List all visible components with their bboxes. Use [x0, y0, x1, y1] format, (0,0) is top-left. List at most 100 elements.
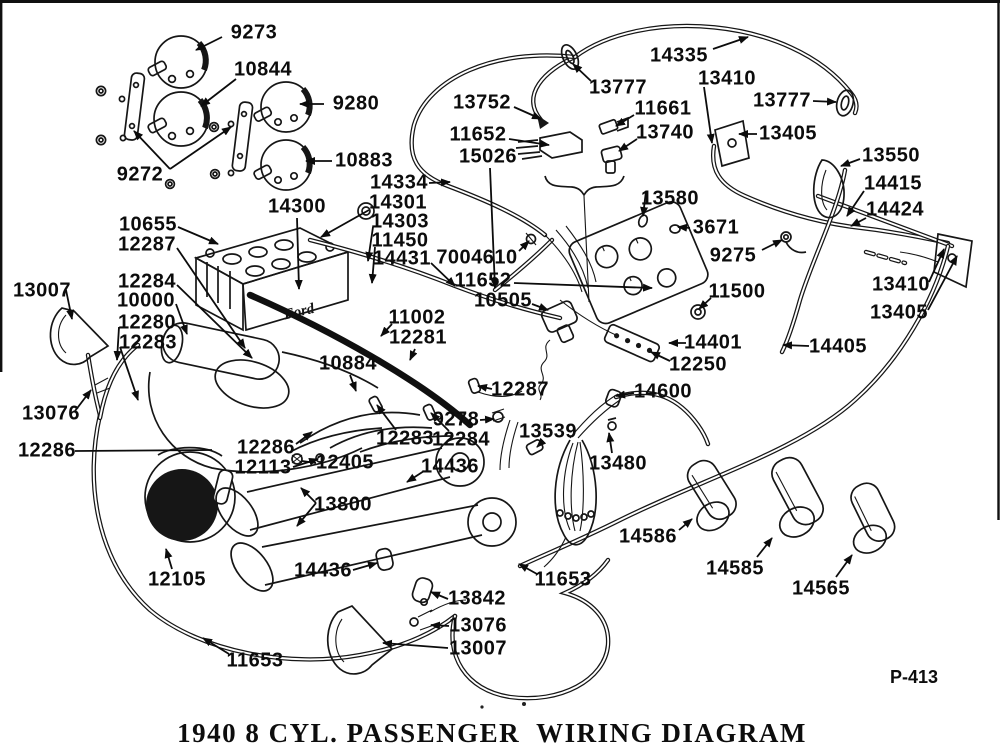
part-number-text: 7004610	[436, 246, 517, 268]
part-label-14335: 14335	[650, 36, 749, 66]
part-number-text: 13410	[698, 67, 756, 89]
diagram-caption: 1940 8 CYL. PASSENGER WIRING DIAGRAM	[177, 718, 807, 748]
part-label-14424: 14424	[850, 198, 924, 227]
part-label-13539: 13539	[519, 420, 577, 448]
part-label-9278: 9278	[433, 408, 495, 430]
part-number-text: 14301	[369, 191, 427, 213]
part-number-text: 12113	[234, 456, 291, 478]
part-label-11661: 11661	[615, 97, 691, 127]
part-label-10884: 10884	[319, 352, 377, 392]
part-number-text: 14436	[421, 455, 479, 477]
part-number-text: 9278	[433, 408, 480, 430]
part-number-text: 12405	[316, 451, 374, 473]
part-label-12250: 12250	[650, 351, 727, 375]
part-number-text: 14334	[370, 171, 428, 193]
part-number-text: 13777	[589, 76, 647, 98]
spark-plug-wires	[289, 377, 523, 465]
part-number-text: 12287	[118, 233, 176, 255]
part-number-text: 14431	[373, 247, 431, 269]
part-number-text: 13410	[872, 273, 930, 295]
part-label-14401: 14401	[668, 331, 742, 353]
part-number-text: 13480	[589, 452, 647, 474]
part-number-text: 13007	[13, 279, 71, 301]
part-number-text: 11653	[226, 649, 283, 671]
part-label-12287: 12287	[118, 233, 246, 349]
part-number-text: 10883	[335, 149, 393, 171]
plate-number: P-413	[890, 667, 938, 687]
part-label-11653: 11653	[202, 637, 283, 671]
part-label-14600: 14600	[615, 380, 692, 402]
part-label-11450: 11450	[368, 229, 428, 284]
part-label-12286: 12286	[237, 431, 313, 458]
part-label-10844: 10844	[200, 58, 292, 107]
flasher-and-bulbs	[515, 116, 629, 303]
part-label-9273: 9273	[195, 21, 277, 51]
electric-horn	[144, 446, 236, 543]
part-label-13842: 13842	[430, 587, 506, 609]
part-label-15026: 15026	[459, 145, 517, 289]
part-number-text: 13405	[870, 301, 928, 323]
ford-script: Ford	[281, 301, 316, 324]
part-label-10505: 10505	[474, 289, 549, 311]
part-label-12283: 12283	[119, 331, 177, 401]
part-number-text: 9280	[333, 92, 380, 114]
part-number-text: 14424	[866, 198, 924, 220]
part-number-text: 14401	[684, 331, 742, 353]
part-number-text: 11652	[449, 123, 506, 145]
part-number-text: 12286	[237, 436, 295, 458]
part-label-12281: 12281	[389, 326, 447, 361]
part-label-11002: 11002	[380, 306, 445, 337]
part-label-14565: 14565	[792, 554, 853, 599]
part-number-text: 13076	[22, 402, 80, 424]
part-number-text: 12287	[491, 378, 549, 400]
engine-group	[147, 202, 379, 473]
part-number-text: 13800	[314, 493, 372, 515]
part-number-text: 14600	[634, 380, 692, 402]
part-number-text: 12283	[376, 427, 434, 449]
part-number-text: 10655	[119, 213, 177, 235]
part-number-text: 12105	[148, 568, 206, 590]
part-label-11500: 11500	[698, 280, 765, 310]
part-label-14431: 14431	[373, 247, 456, 287]
part-label-13076: 13076	[22, 389, 92, 424]
part-label-11653: 11653	[518, 563, 591, 590]
part-number-text: 13580	[641, 187, 699, 209]
part-label-14436: 14436	[406, 455, 479, 483]
part-number-text: 11661	[634, 97, 691, 119]
part-number-text: 12284	[118, 270, 176, 292]
part-number-text: 14436	[294, 559, 352, 581]
part-label-12286: 12286	[18, 439, 213, 461]
part-label-12284: 12284	[118, 270, 253, 359]
part-number-text: 11450	[371, 229, 428, 251]
part-label-12280: 12280	[113, 311, 176, 361]
wire-loom	[499, 388, 623, 568]
beam-switch	[538, 300, 578, 401]
part-label-13777: 13777	[753, 89, 837, 111]
part-label-14301: 14301	[320, 191, 427, 238]
part-label-12405: 12405	[301, 451, 374, 473]
part-number-text: 14415	[864, 172, 922, 194]
part-label-12105: 12105	[148, 548, 206, 590]
part-label-9272: 9272	[117, 126, 232, 185]
part-number-text: 13777	[753, 89, 811, 111]
part-label-9275: 9275	[710, 239, 783, 266]
part-label-13007: 13007	[13, 279, 75, 320]
part-number-text: 10844	[234, 58, 292, 80]
part-label-14586: 14586	[619, 518, 693, 547]
starter-cable	[246, 291, 474, 429]
part-label-12283: 12283	[376, 404, 434, 449]
mounting-bracket-strips	[123, 72, 254, 172]
part-label-13405: 13405	[870, 255, 958, 323]
part-label-13076: 13076	[430, 614, 507, 636]
part-label-14300: 14300	[268, 195, 326, 290]
part-number-text: 15026	[459, 145, 517, 167]
part-number-text: 14300	[268, 195, 326, 217]
part-label-14334: 14334	[370, 171, 451, 193]
grommet-clips	[686, 456, 896, 554]
part-label-14415: 14415	[846, 172, 922, 217]
part-label-12287: 12287	[477, 378, 549, 400]
part-number-text: 13405	[759, 122, 817, 144]
part-label-9280: 9280	[299, 92, 380, 114]
part-number-text: 11653	[534, 568, 591, 590]
